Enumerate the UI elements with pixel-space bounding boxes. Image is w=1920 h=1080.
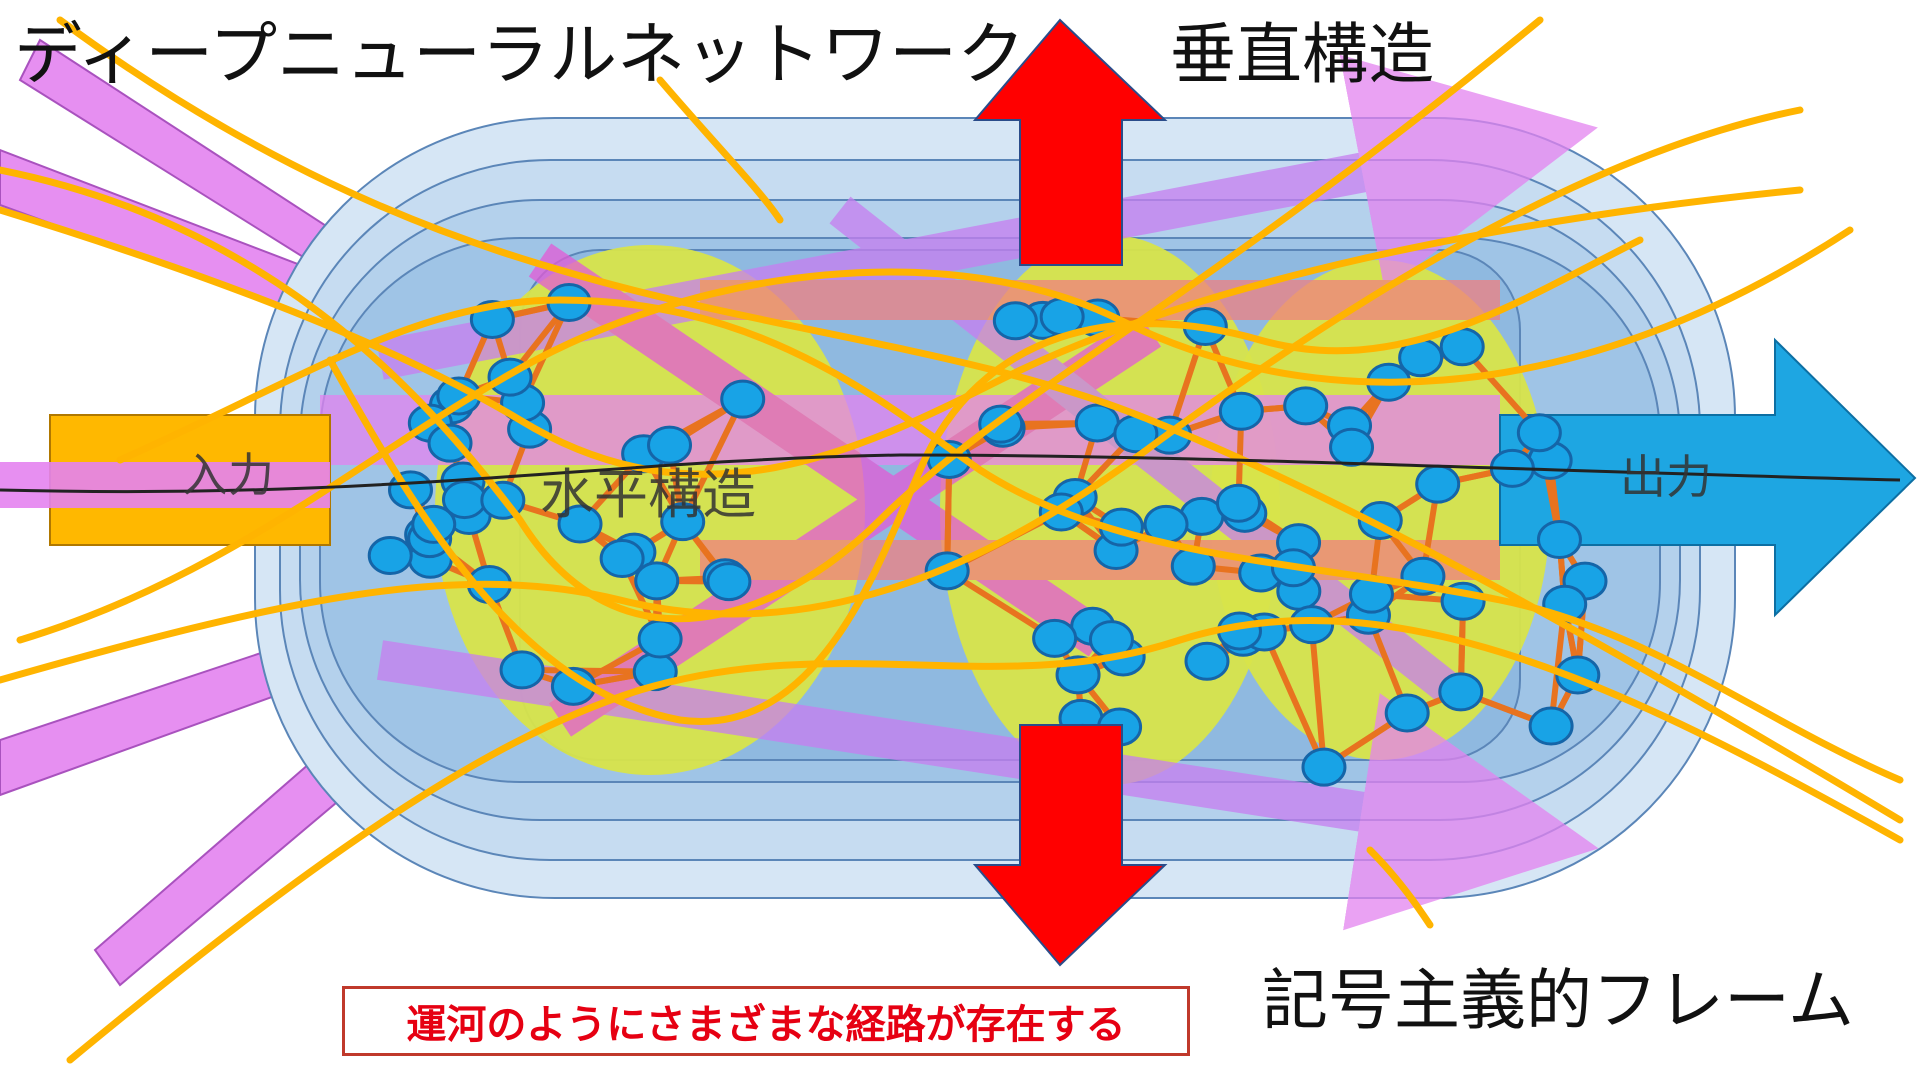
network-node [720,379,766,419]
output-label: 出力 [1620,450,1712,504]
symbolic-frame-label: 記号主義的フレーム [1262,962,1855,1039]
network-node [992,301,1038,341]
input-bar [0,414,331,546]
network-node [1301,747,1347,787]
caption-text: 運河のようにさまざまな経路が存在する [406,1002,1126,1048]
network-node [1528,706,1574,746]
network-edge [1261,630,1327,769]
network-node [706,562,752,602]
network-node [1536,520,1582,560]
horizontal-baseline [0,453,1901,494]
vertical-arrows [972,18,1168,967]
network-node [1184,641,1230,681]
network-node [634,561,680,601]
network-node [1032,618,1078,658]
dnn-label: ディープニューラルネットワーク [14,16,1026,95]
network-node [1415,464,1461,504]
network-node [1074,403,1120,443]
network-edge [1308,624,1327,768]
vertical-structure-label: 垂直構造 [1170,16,1434,93]
network-edge [680,397,746,523]
network-node [499,650,545,690]
network-node [637,619,683,659]
canal-paths [0,16,1904,1064]
network-node [599,539,645,579]
network-node [647,425,693,465]
network-node [1283,386,1329,426]
network-node [367,536,413,576]
network-node [1438,672,1484,712]
network-node [1215,483,1261,523]
network-node [660,502,706,542]
network-node [427,423,473,463]
network-node [557,504,603,544]
network-node [1329,427,1375,467]
network-node [1516,413,1562,453]
input-label: 入力 [182,448,274,502]
network-node [1384,693,1430,733]
network-node [1218,391,1264,431]
network-node [1289,605,1335,645]
caption-box: 運河のようにさまざまな経路が存在する [342,986,1190,1056]
horizontal-structure-label: 水平構造 [540,463,756,526]
